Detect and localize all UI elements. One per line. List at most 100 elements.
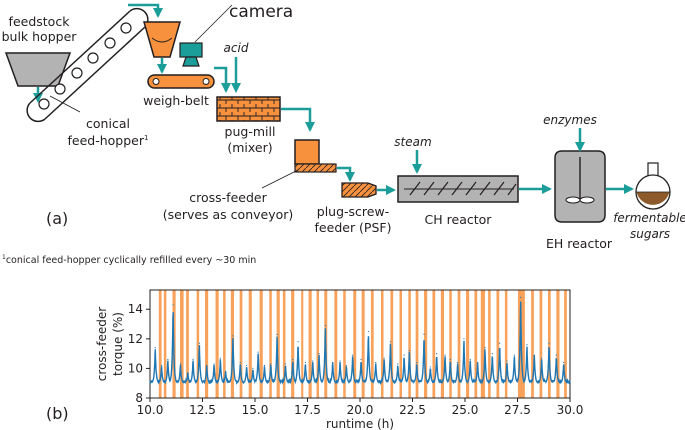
- torque-peak-point: [444, 354, 446, 356]
- y-tick-label: 14: [128, 302, 143, 316]
- torque-peak-point: [339, 360, 341, 362]
- refill-band: [196, 290, 200, 398]
- x-tick-label: 17.5: [294, 403, 321, 417]
- refill-band: [531, 290, 534, 398]
- torque-peak-point: [429, 366, 431, 368]
- refill-band: [408, 290, 411, 398]
- torque-peak-point: [506, 360, 508, 362]
- footnote-sup: 1: [2, 254, 6, 261]
- cross-feeder-label-1: cross-feeder: [189, 190, 267, 205]
- torque-peak-point: [423, 333, 425, 335]
- y-tick-label: 8: [135, 391, 143, 405]
- cross-feeder-label-2: (serves as conveyor): [163, 207, 294, 222]
- torque-peak-point: [548, 342, 550, 344]
- torque-peak-point: [252, 367, 254, 370]
- torque-peak-point: [312, 360, 314, 362]
- torque-peak-point: [284, 363, 287, 365]
- refill-band: [259, 290, 263, 398]
- refill-band: [276, 290, 280, 398]
- refill-band: [424, 290, 428, 398]
- panel-b-label: (b): [46, 404, 69, 423]
- chart-ylabel-2: torque (%): [111, 312, 125, 376]
- refill-band: [186, 290, 189, 398]
- refill-band: [496, 290, 500, 398]
- refill-band: [316, 290, 320, 398]
- torque-peak-point: [484, 347, 486, 349]
- torque-peak-point: [257, 351, 259, 353]
- torque-peak-point: [457, 361, 459, 364]
- psf-shape: [341, 182, 377, 198]
- torque-peak-point: [225, 370, 227, 372]
- enzymes-label: enzymes: [543, 113, 597, 127]
- conical-label-2: feed-hopper1: [68, 133, 149, 148]
- refill-band: [457, 290, 461, 398]
- flask-icon: [635, 162, 671, 210]
- conical-label-2-text: feed-hopper: [68, 133, 145, 148]
- conveyor-to-hopper-arrow: [128, 3, 163, 18]
- torque-peak-point: [270, 363, 272, 365]
- refill-band: [291, 290, 295, 398]
- torque-peak-point: [491, 353, 493, 355]
- refill-band: [248, 290, 252, 398]
- eh-reactor-label: EH reactor: [546, 236, 613, 251]
- pug-mill-label-1: pug-mill: [225, 124, 276, 139]
- torque-peak-point: [192, 358, 194, 361]
- torque-peak-point: [367, 330, 369, 333]
- torque-peak-point: [263, 364, 266, 367]
- pug-mill-label-2: (mixer): [227, 140, 272, 155]
- refill-band: [343, 290, 346, 398]
- torque-peak-point: [318, 353, 320, 355]
- torque-peak-point: [232, 335, 234, 337]
- torque-peak-point: [172, 304, 174, 306]
- refill-band: [415, 290, 419, 398]
- camera-label: camera: [229, 2, 293, 22]
- torque-peak-point: [292, 358, 294, 361]
- torque-peak-point: [213, 363, 215, 365]
- torque-peak-point: [463, 338, 465, 340]
- refill-band: [282, 290, 286, 398]
- torque-peak-point: [345, 364, 347, 367]
- cross-feeder-shape: [294, 139, 337, 173]
- torque-peak-point: [375, 361, 377, 364]
- torque-peak-point: [563, 361, 565, 364]
- torque-peak-point: [533, 354, 535, 356]
- torque-peak-point: [477, 361, 479, 364]
- torque-peak-point: [526, 344, 528, 346]
- ch-reactor-label: CH reactor: [425, 212, 493, 227]
- refill-band: [547, 290, 551, 398]
- refill-band: [158, 290, 162, 398]
- camera-leader: [194, 4, 233, 43]
- pug-mill-arrow: [281, 107, 315, 132]
- x-tick-label: 22.5: [399, 403, 426, 417]
- refill-band: [474, 290, 478, 398]
- weigh-belt-label: weigh-belt: [143, 93, 209, 108]
- conical-leader: [49, 95, 81, 113]
- refill-band: [440, 290, 444, 398]
- pug-mill-shape: [216, 96, 281, 122]
- refill-band: [223, 290, 226, 398]
- refill-band: [556, 290, 560, 398]
- torque-peak-point: [555, 354, 557, 356]
- torque-peak-point: [520, 296, 522, 298]
- torque-peak-point: [408, 350, 410, 352]
- refill-band: [334, 290, 338, 398]
- torque-peak-point: [416, 361, 418, 364]
- footnote-text: conical feed-hopper cyclically refilled …: [6, 255, 256, 266]
- y-tick-label: 12: [128, 332, 143, 346]
- refill-band: [399, 290, 402, 398]
- torque-peak-point: [246, 364, 248, 367]
- torque-peak-point: [449, 358, 451, 361]
- conical-hopper-shape: [143, 21, 181, 58]
- torque-peak-point: [499, 342, 501, 344]
- torque-peak-point: [179, 363, 182, 365]
- ch-reactor-shape: [397, 175, 519, 203]
- weigh-belt-shape: [147, 74, 215, 89]
- refill-band: [390, 290, 394, 398]
- feedstock-label-2: bulk hopper: [2, 29, 78, 44]
- torque-peak-point: [206, 364, 208, 367]
- conical-label-sup: 1: [144, 134, 148, 142]
- torque-peak-point: [297, 341, 299, 343]
